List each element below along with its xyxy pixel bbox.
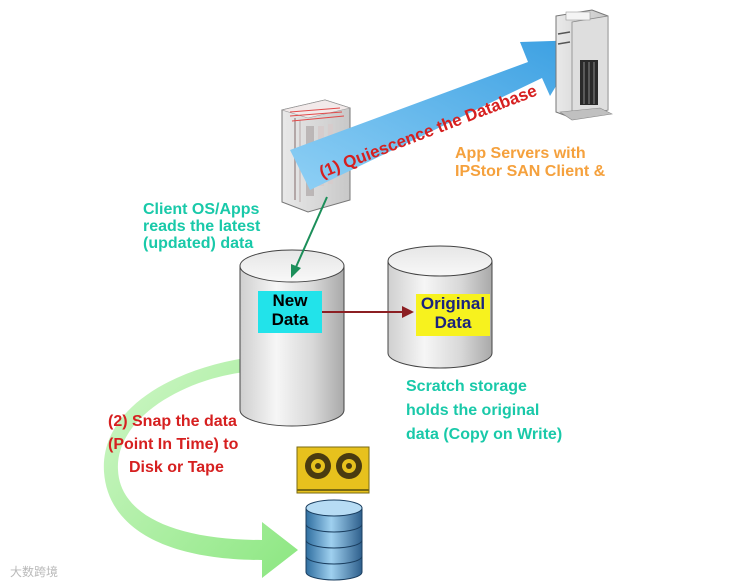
snap-data-label-line1: (2) Snap the data [108, 413, 237, 430]
snap-data-label-line2: (Point In Time) to [108, 436, 239, 453]
app-server-icon [555, 9, 613, 121]
snap-data-label-line3: Disk or Tape [129, 459, 224, 476]
original-data-label-line1: Original [420, 294, 486, 313]
scratch-storage-label-line2: holds the original [406, 402, 540, 419]
app-servers-label-line1: App Servers with [455, 145, 586, 162]
copy-on-write-arrow [322, 306, 414, 318]
app-servers-label-line2: IPStor SAN Client & [455, 163, 606, 180]
new-data-label-line2: Data [271, 310, 309, 329]
read-data-arrow [291, 196, 328, 278]
tape-reels-icon [296, 446, 370, 494]
new-data-box: New Data [258, 291, 322, 333]
new-data-label-line1: New [272, 291, 308, 310]
disk-stack-icon [305, 499, 363, 581]
client-apps-label-line1: Client OS/Apps [143, 201, 260, 218]
watermark-text: 大数跨境 [10, 565, 59, 579]
snapshot-arrow [103, 358, 298, 578]
scratch-storage-label-line3: data (Copy on Write) [406, 426, 563, 443]
original-data-label-line2: Data [434, 313, 472, 332]
client-apps-label-line3: (updated) data [143, 235, 254, 252]
client-apps-label-line2: reads the latest [143, 218, 261, 235]
scratch-storage-label-line1: Scratch storage [406, 378, 527, 395]
original-data-box: Original Data [416, 294, 490, 336]
quiesce-arrow [290, 40, 584, 190]
